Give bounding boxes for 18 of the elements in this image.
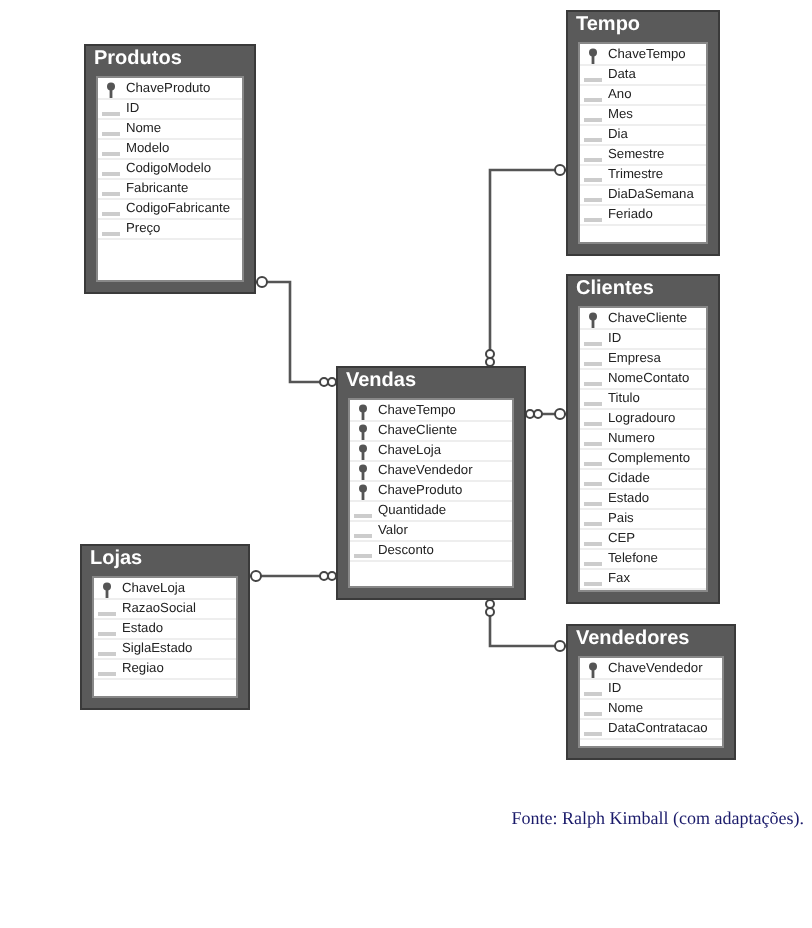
relationship-line <box>485 599 566 652</box>
table-box <box>566 10 720 256</box>
relationship-line <box>525 408 566 420</box>
table-title: Produtos <box>92 46 184 74</box>
table-box <box>84 44 256 294</box>
caption: Fonte: Ralph Kimball (com adaptações). <box>509 808 804 828</box>
table-title: Lojas <box>88 546 145 574</box>
table-title: Vendas <box>344 368 419 396</box>
table-box <box>566 624 736 760</box>
table-box <box>80 544 250 710</box>
relationship-line <box>250 570 337 582</box>
table-title: Tempo <box>574 12 643 40</box>
relationship-line <box>485 164 566 367</box>
table-title: Vendedores <box>574 626 692 654</box>
table-box <box>566 274 720 604</box>
table-box <box>336 366 526 600</box>
relationship-line <box>256 276 337 387</box>
table-title: Clientes <box>574 276 656 304</box>
